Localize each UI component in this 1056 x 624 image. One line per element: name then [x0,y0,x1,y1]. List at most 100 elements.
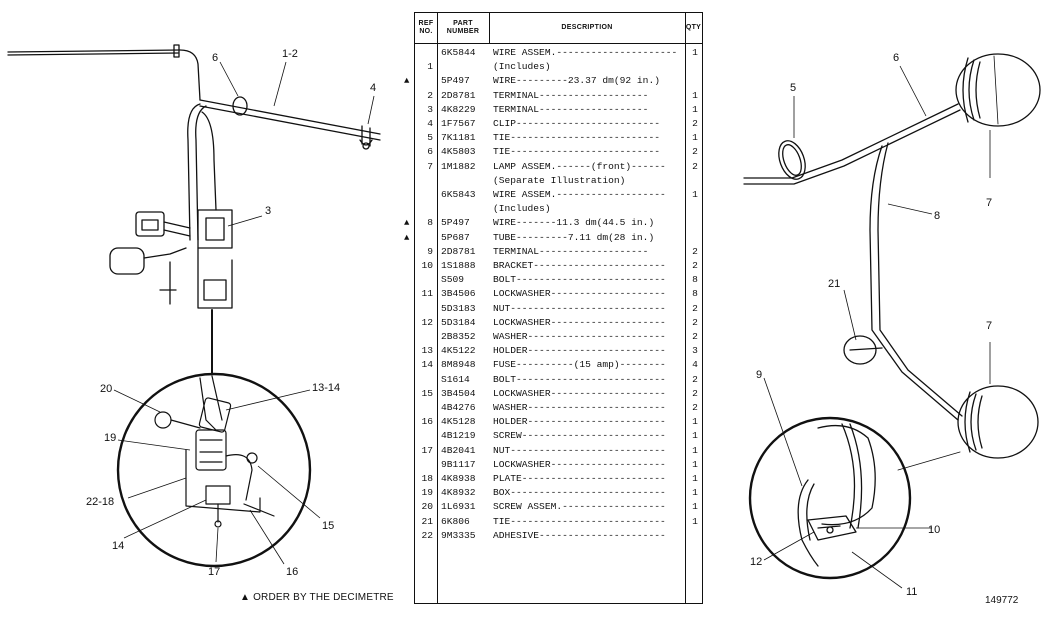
quantity: 2 [692,160,698,172]
description: LOCKWASHER-------------------- [493,288,666,300]
description: WIRE ASSEM.------------------- [493,189,666,200]
ref-number: 9 [427,245,433,257]
description: BRACKET----------------------- [493,260,666,271]
quantity: 4 [692,359,698,371]
callout-ref-22-18: 22-18 [86,496,115,508]
part-number: 1S1888 [441,260,476,271]
order-by-decimetre-marker: ▲ [404,232,410,243]
description: PLATE------------------------- [493,473,666,484]
description: WASHER------------------------ [493,402,666,413]
ref-number: 7 [427,160,433,172]
table-row: 6K5844 WIRE ASSEM.--------------------- 1 [415,46,702,60]
table-row: 6K5843 WIRE ASSEM.------------------- 1 [415,188,702,202]
quantity: 2 [692,387,698,399]
description: TERMINAL------------------- [493,245,649,257]
part-number: 4K8932 [441,487,476,499]
part-number: 5D3184 [441,316,476,328]
part-number: 4K8229 [441,103,476,115]
ref-number: 17 [421,444,433,456]
part-number: 3B4504 [441,387,476,399]
description: ADHESIVE---------------------- [493,529,666,541]
quantity: 2 [692,260,698,271]
description: NUT--------------------------- [493,444,666,456]
part-number: 2D8781 [441,245,476,257]
description: TERMINAL------------------- [493,103,649,115]
quantity: 2 [692,402,698,413]
header-ref-no: REF NO. [418,20,434,35]
description: (Includes) [493,61,551,73]
part-number: 4K5122 [441,345,476,357]
order-by-decimetre-marker: ▲ [404,76,410,87]
description: WASHER------------------------ [493,331,666,342]
parts-table: REF NO. PART NUMBER DESCRIPTION QTY 6K58… [404,12,703,604]
quantity: 2 [692,118,698,129]
callout-ref-12: 12 [750,556,763,568]
table-row: 5P497 WIRE---------23.37 dm(92 in.)▲ [404,74,702,88]
quantity: 1 [692,515,698,527]
ref-number: 22 [421,529,433,541]
quantity: 1 [692,430,698,442]
quantity: 1 [692,444,698,456]
description: FUSE----------(15 amp)-------- [493,359,666,371]
part-number: 6K5843 [441,189,476,200]
quantity: 2 [692,373,698,385]
quantity: 2 [692,316,698,328]
table-row: (Includes) [415,202,702,216]
callout-ref-15: 15 [322,520,335,532]
right-wiring-diagram [743,53,1041,589]
callout-ref-3: 3 [265,205,272,217]
ref-number: 21 [421,515,433,527]
part-number: 1L6931 [441,501,476,513]
part-number: 9B1117 [441,458,476,470]
ref-number: 10 [421,260,433,271]
description: LOCKWASHER-------------------- [493,387,666,399]
quantity: 1 [692,416,698,428]
quantity: 1 [692,487,698,499]
header-qty: QTY [685,24,702,31]
description: HOLDER------------------------ [493,345,666,357]
part-number: 6K5844 [441,47,476,58]
part-number: 5P687 [441,231,470,243]
order-by-decimetre-marker: ▲ [404,218,410,229]
description: LAMP ASSEM.------(front)------ [493,160,666,172]
description: (Includes) [493,203,551,215]
ref-number: 3 [427,103,433,115]
column-divider [685,13,686,603]
table-row: 1 (Includes) [415,60,702,74]
part-number: 4B4276 [441,402,476,413]
callout-ref-7: 7 [986,320,993,332]
quantity: 1 [692,189,698,200]
column-divider [489,13,490,43]
quantity: 1 [692,132,698,144]
part-number: S509 [441,274,465,286]
callout-ref-13-14: 13-14 [312,382,341,394]
callout-ref-20: 20 [100,383,113,395]
description: TIE-------------------------- [493,132,660,144]
callout-ref-16: 16 [286,566,299,578]
description: WIRE ASSEM.--------------------- [493,47,678,58]
ref-number: 11 [421,288,433,300]
quantity: 1 [692,47,698,58]
part-number: 4B2041 [441,444,476,456]
ref-number: 4 [427,118,433,129]
description: NUT--------------------------- [493,302,666,314]
ref-number: 8 [427,217,433,229]
ref-number: 6 [427,146,433,158]
